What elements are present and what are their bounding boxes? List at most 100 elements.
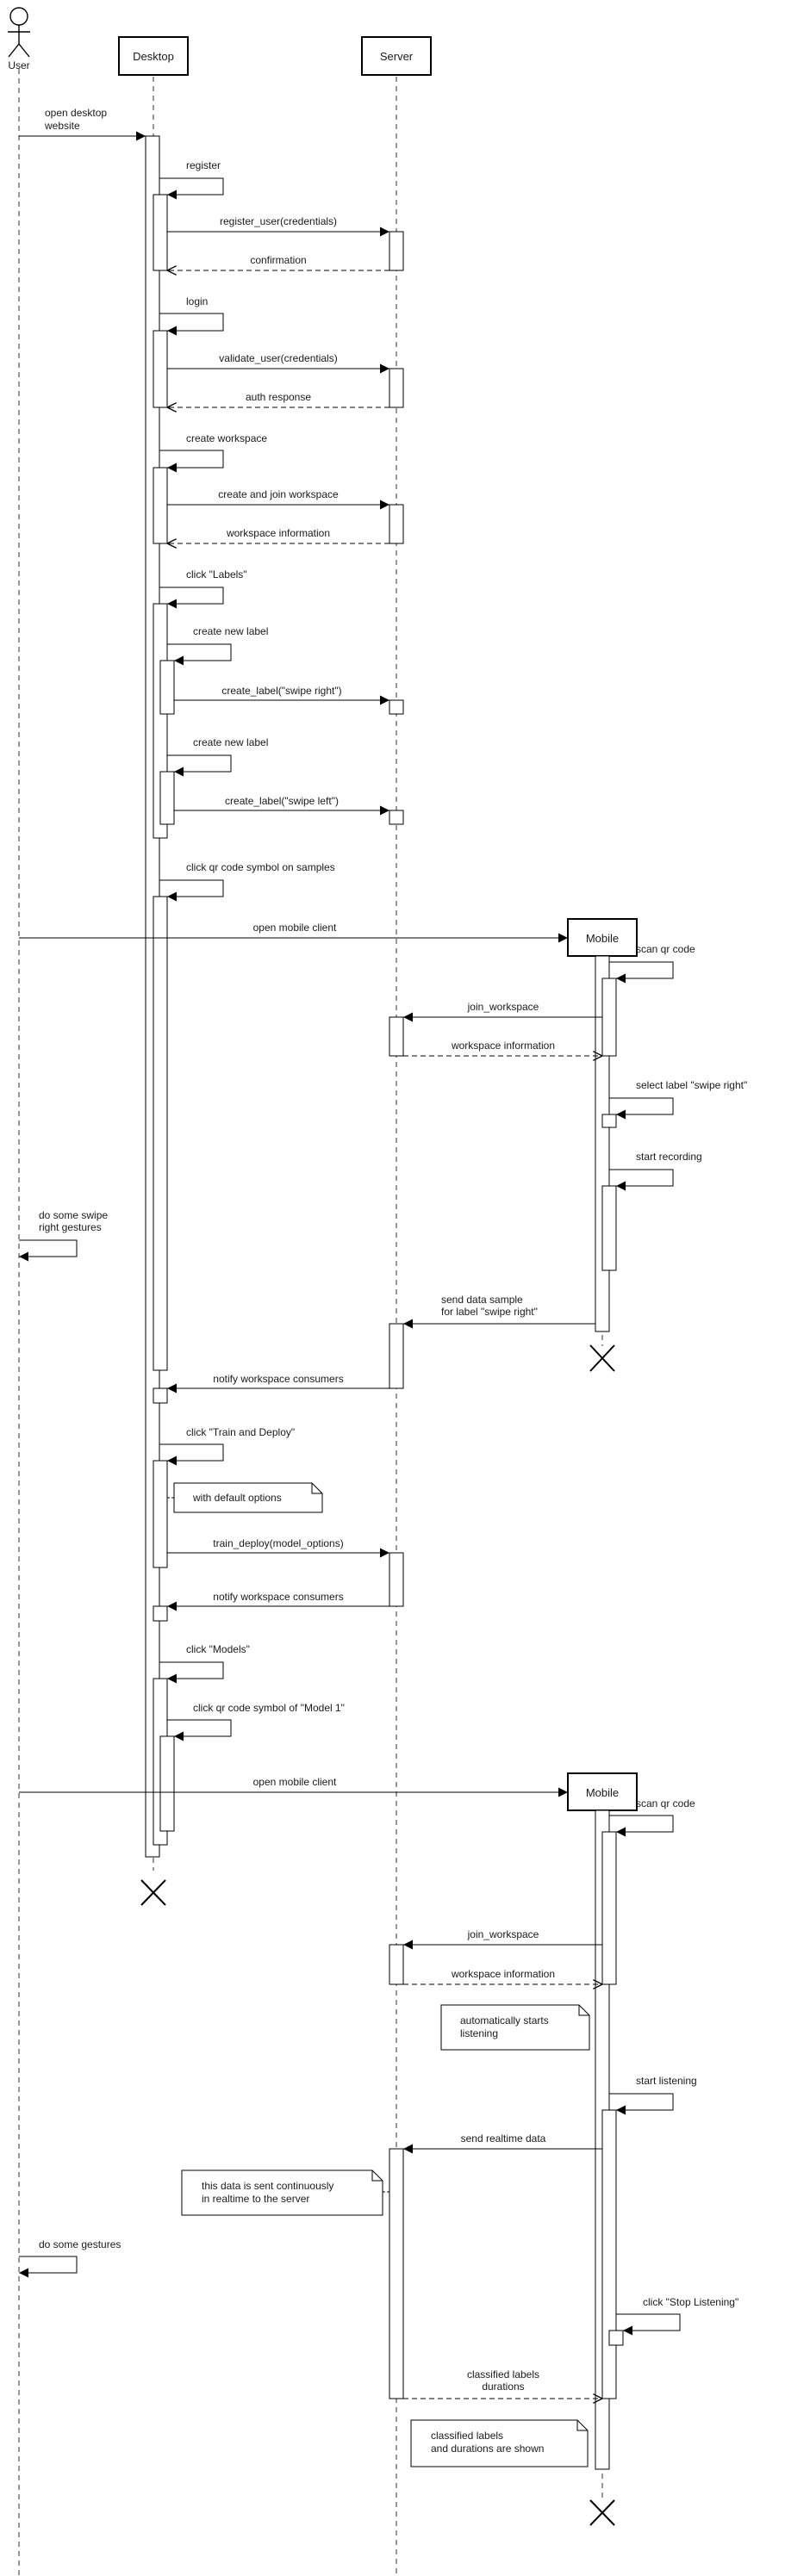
svg-text:click "Labels": click "Labels" [186,568,247,580]
message-workspace-information-1: workspace information [167,527,389,543]
message-create-label-swipe-right: create_label("swipe right") [174,685,389,705]
mobile-1-destroy-marker [589,1344,615,1372]
actor-head [9,7,28,26]
svg-text:train_deploy(model_options): train_deploy(model_options) [213,1537,343,1549]
mobile-2-participant: Mobile [567,1772,638,1811]
message-create-and-join-workspace: create and join workspace [167,488,389,510]
message-train-deploy: train_deploy(model_options) [167,1537,389,1558]
desktop-participant: Desktop [118,36,189,76]
svg-text:create new label: create new label [193,736,268,748]
svg-text:scan qr code: scan qr code [636,1797,695,1809]
svg-text:start recording: start recording [636,1151,702,1163]
svg-text:workspace information: workspace information [451,1040,555,1052]
desktop-label: Desktop [133,50,174,63]
message-open-mobile-client-1: open mobile client [19,922,568,943]
mobile-2-label: Mobile [586,1786,619,1799]
mobile-1-activation-scan [601,978,617,1057]
server-activation-login [389,368,404,408]
svg-text:open mobile client: open mobile client [253,1776,337,1788]
server-activation-create-label-1 [389,699,404,715]
message-workspace-information-2: workspace information [403,1040,602,1056]
mobile-2-activation-stop [608,2330,624,2346]
desktop-destroy-marker [140,1879,166,1906]
message-open-mobile-client-2: open mobile client [19,1776,568,1797]
mobile-1-activation-record [601,1185,617,1271]
server-activation-sample [389,1323,404,1389]
svg-text:start listening: start listening [636,2075,697,2087]
desktop-activation-samples [153,896,168,1371]
user-label: User [8,59,29,71]
message-create-new-label-1: create new label [167,625,268,666]
svg-text:select label "swipe right": select label "swipe right" [636,1079,747,1091]
server-activation-workspace [389,504,404,544]
svg-text:click qr code symbol of "Model: click qr code symbol of "Model 1" [193,1702,345,1714]
server-activation-join-1 [389,1016,404,1057]
svg-text:login: login [186,295,208,307]
svg-text:create and join workspace: create and join workspace [218,488,339,500]
message-join-workspace-2: join_workspace [403,1928,602,1950]
server-activation-create-label-2 [389,810,404,825]
svg-text:scan qr code: scan qr code [636,943,695,955]
svg-text:workspace information: workspace information [451,1968,555,1980]
message-register: register [159,159,224,200]
message-register-user: register_user(credentials) [167,215,389,237]
message-scan-qr-code-1: scan qr code [609,943,695,984]
message-do-some-gestures: do some gestures [19,2238,121,2278]
server-participant: Server [361,36,432,76]
svg-text:confirmation: confirmation [250,254,306,266]
mobile-1-label: Mobile [586,932,619,945]
desktop-activation-workspace [153,467,168,544]
actor-leg-right [18,43,30,58]
message-select-label-swipe-right: select label "swipe right" [609,1079,747,1120]
svg-text:workspace information: workspace information [226,527,330,539]
desktop-activation-label-1 [159,660,175,715]
message-notify-workspace-consumers-2: notify workspace consumers [167,1591,389,1611]
message-scan-qr-code-2: scan qr code [609,1797,695,1837]
message-click-train-and-deploy: click "Train and Deploy" [159,1426,295,1466]
svg-text:do some gestures: do some gestures [39,2238,121,2250]
svg-text:auth response: auth response [246,391,311,403]
svg-text:create_label("swipe right"): create_label("swipe right") [221,685,341,697]
desktop-activation-notify-2 [153,1605,168,1622]
svg-text:create workspace: create workspace [186,432,267,444]
svg-text:register_user(credentials): register_user(credentials) [220,215,337,227]
message-send-realtime-data: send realtime data [403,2132,602,2154]
svg-text:join_workspace: join_workspace [467,1928,539,1940]
svg-text:create new label: create new label [193,625,268,637]
desktop-activation-train [153,1460,168,1568]
message-notify-workspace-consumers-1: notify workspace consumers [167,1373,389,1394]
desktop-activation-model-qr [159,1735,175,1832]
svg-text:click "Models": click "Models" [186,1643,250,1655]
message-start-recording: start recording [609,1151,702,1191]
message-auth-response: auth response [167,391,389,407]
message-start-listening: start listening [609,2075,697,2115]
message-click-models: click "Models" [159,1643,250,1684]
svg-text:send realtime data: send realtime data [461,2132,546,2145]
message-create-workspace: create workspace [159,432,267,473]
message-click-qr-code-model-1: click qr code symbol of "Model 1" [167,1702,345,1741]
desktop-activation-register [153,194,168,271]
svg-text:notify workspace consumers: notify workspace consumers [213,1591,343,1603]
desktop-box [118,36,189,76]
svg-text:register: register [186,159,221,171]
desktop-activation-notify-1 [153,1387,168,1404]
message-confirmation: confirmation [167,254,389,270]
svg-text:notify workspace consumers: notify workspace consumers [213,1373,343,1385]
mobile-2-destroy-marker [589,2499,615,2526]
mobile-2-activation-listen [601,2109,617,2399]
mobile-1-box [567,918,638,957]
message-login: login [159,295,224,336]
actor-leg-left [8,43,20,58]
server-box [361,36,432,76]
